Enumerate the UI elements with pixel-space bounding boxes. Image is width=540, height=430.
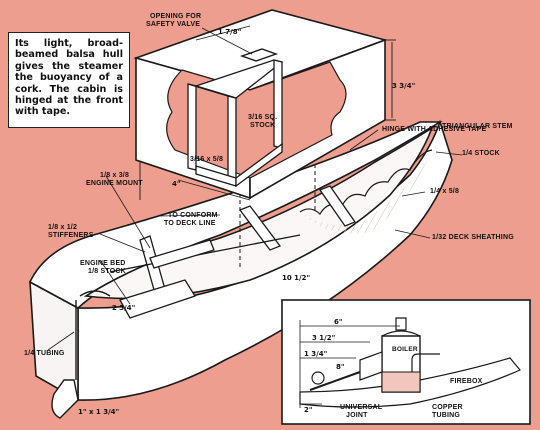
label-safety-valve: SAFETY VALVE [146, 21, 201, 28]
label-engine-mount: ENGINE MOUNT [86, 180, 143, 187]
engine-bed [119, 239, 215, 319]
deck-sheathing-texture [300, 140, 438, 234]
dim-inset-3-1-2: 3 1/2" [312, 334, 336, 342]
leader-lines [47, 27, 463, 351]
label-triangular-stem: TRIANGULAR STEM [442, 123, 513, 130]
label-stiffeners: STIFFENERS [48, 232, 94, 239]
label-conform: TO CONFORM [168, 212, 218, 219]
dim-cabin-depth: 4" [172, 180, 181, 188]
safety-valve-opening [239, 48, 279, 62]
label-engine-bed: ENGINE BED [80, 260, 126, 267]
label-engine-bed-stock: 1/8 STOCK [88, 268, 126, 275]
label-engine-mount-size: 1/8 x 3/8 [100, 172, 130, 179]
dim-cabin-height: 3 3/4" [392, 82, 416, 90]
label-stiffeners-size: 1/8 x 1/2 [48, 224, 78, 231]
dim-inset-8: 8" [336, 363, 345, 371]
deck-sheathing-edge [299, 149, 433, 215]
dim-inset-6: 6" [334, 318, 343, 326]
label-copper: COPPER [432, 404, 463, 411]
inset-shaft [309, 371, 361, 391]
boiler-inset [281, 299, 531, 425]
inset-copper-tubing [411, 353, 440, 372]
label-opening: OPENING FOR [150, 13, 202, 20]
label-boiler: BOILER [392, 346, 418, 353]
dim-inset-2: 2" [304, 406, 313, 414]
label-universal: UNIVERSAL [340, 404, 383, 411]
dim-hull-depth: 2 3/4" [112, 304, 136, 312]
inset-engine [359, 351, 383, 381]
dim-inset-1-3-4: 1 3/4" [304, 350, 328, 358]
dim-hull-length: 10 1/2" [282, 274, 311, 282]
inset-firebox [381, 371, 421, 393]
cabin-frame [187, 59, 284, 188]
label-sq-stock: STOCK [250, 122, 276, 129]
label-sq-stock-size: 3/16 SQ. [248, 114, 278, 121]
label-copper-tubing: TUBING [432, 412, 461, 419]
rudder-assembly [51, 290, 111, 419]
inset-flywheel [311, 371, 325, 385]
dim-rudder: 1" x 1 3/4" [78, 408, 120, 416]
label-size-quarter: 1/4 x 5/8 [430, 188, 460, 195]
cabin-dimensions [139, 25, 396, 201]
label-frame-size: 3/16 x 5/8 [190, 156, 224, 163]
label-deck-sheathing: 1/32 DECK SHEATHING [432, 234, 514, 241]
label-deck-line: TO DECK LINE [164, 220, 216, 227]
label-firebox: FIREBOX [450, 378, 483, 385]
label-joint: JOINT [346, 412, 368, 419]
label-stock-quarter: 1/4 STOCK [462, 150, 500, 157]
label-tubing: 1/4 TUBING [24, 350, 65, 357]
dim-cabin-width: 1 7/8" [218, 28, 242, 36]
hull-gunwale [28, 121, 443, 309]
label-hinge: HINGE WITH ADHESIVE TAPE [382, 126, 487, 133]
inset-valve [395, 317, 407, 331]
caption-box: Its light, broad-beamed balsa hull gives… [8, 32, 130, 128]
